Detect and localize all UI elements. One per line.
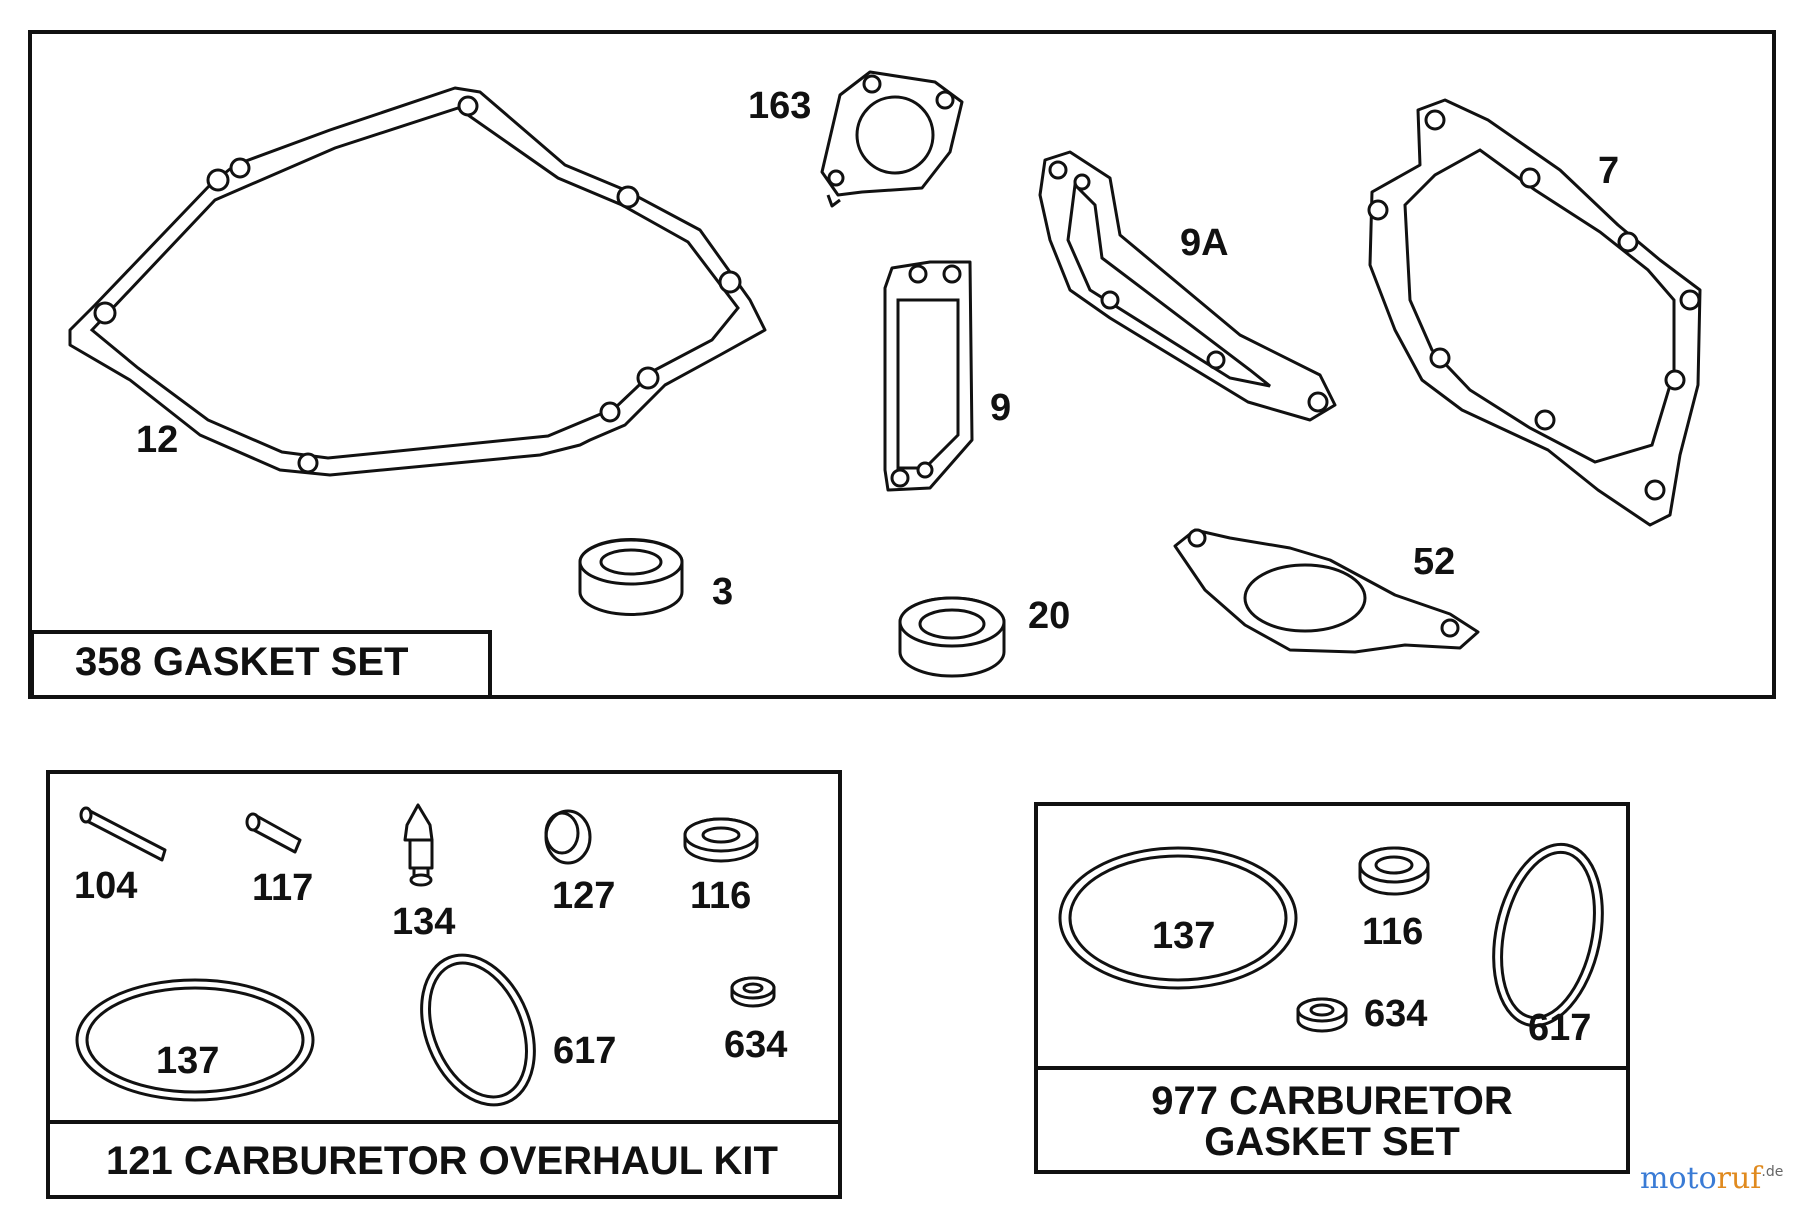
carb-label-634: 634 xyxy=(1364,993,1427,1035)
part-label-20: 20 xyxy=(1028,595,1070,637)
part-116-washer xyxy=(683,817,759,863)
overhaul-label-134: 134 xyxy=(392,901,455,943)
carb-gasket-set-title-2: GASKET SET xyxy=(1204,1120,1460,1164)
gasket-set-title-box xyxy=(30,630,492,699)
carb-part-617-ring xyxy=(1492,842,1604,1028)
watermark: motoruf.de xyxy=(1640,1161,1783,1196)
overhaul-kit-frame xyxy=(46,770,842,1199)
part-634-washer xyxy=(730,976,776,1008)
part-3-seal xyxy=(578,538,684,616)
part-12-crankcase-gasket xyxy=(68,86,767,477)
part-label-7: 7 xyxy=(1598,150,1619,192)
carb-gasket-set-title-1: 977 CARBURETOR xyxy=(1151,1079,1513,1123)
part-9-gasket xyxy=(883,260,974,492)
overhaul-label-127: 127 xyxy=(552,875,615,917)
overhaul-kit-panel: 121 CARBURETOR OVERHAUL KIT xyxy=(46,770,842,1199)
overhaul-label-104: 104 xyxy=(74,865,137,907)
carb-part-116-washer xyxy=(1358,846,1430,896)
carb-label-116: 116 xyxy=(1362,911,1423,953)
part-104-pin xyxy=(79,806,167,862)
gasket-set-frame xyxy=(28,30,1776,699)
overhaul-label-634: 634 xyxy=(724,1024,787,1066)
watermark-brand-b: ruf xyxy=(1717,1161,1764,1196)
gasket-set-panel: 358 GASKET SET xyxy=(28,30,1776,699)
svg-text:motoruf.de: motoruf.de xyxy=(1640,1161,1783,1196)
overhaul-label-617: 617 xyxy=(553,1030,616,1072)
carb-label-137: 137 xyxy=(1152,915,1215,957)
carb-gasket-set-frame xyxy=(1034,802,1630,1174)
part-label-9: 9 xyxy=(990,387,1011,429)
part-label-52: 52 xyxy=(1413,541,1455,583)
overhaul-label-137: 137 xyxy=(156,1040,219,1082)
part-127-plug xyxy=(544,809,592,865)
watermark-brand-a: moto xyxy=(1640,1161,1717,1196)
part-7-head-gasket xyxy=(1367,98,1702,527)
overhaul-kit-title: 121 CARBURETOR OVERHAUL KIT xyxy=(106,1139,778,1183)
part-137-ring xyxy=(75,978,315,1102)
part-20-seal xyxy=(898,596,1006,678)
part-label-12: 12 xyxy=(136,419,178,461)
part-134-needle xyxy=(403,803,434,887)
part-117-pin xyxy=(245,812,302,854)
overhaul-label-116: 116 xyxy=(690,875,751,917)
carb-label-617: 617 xyxy=(1528,1007,1591,1049)
part-label-3: 3 xyxy=(712,571,733,613)
carb-part-634-washer xyxy=(1296,997,1348,1033)
carb-gasket-set-panel: 977 CARBURETOR GASKET SET xyxy=(1034,802,1630,1174)
gasket-set-title: 358 GASKET SET xyxy=(75,640,408,684)
part-617-ring xyxy=(420,953,536,1107)
carb-part-137-ring xyxy=(1058,846,1298,990)
part-9A-gasket xyxy=(1038,150,1337,422)
part-label-163: 163 xyxy=(748,85,811,127)
part-52-gasket xyxy=(1173,528,1480,654)
part-163-gasket xyxy=(820,70,964,208)
overhaul-label-117: 117 xyxy=(252,867,313,909)
part-label-9A: 9A xyxy=(1180,222,1229,264)
watermark-suffix: .de xyxy=(1761,1164,1783,1180)
